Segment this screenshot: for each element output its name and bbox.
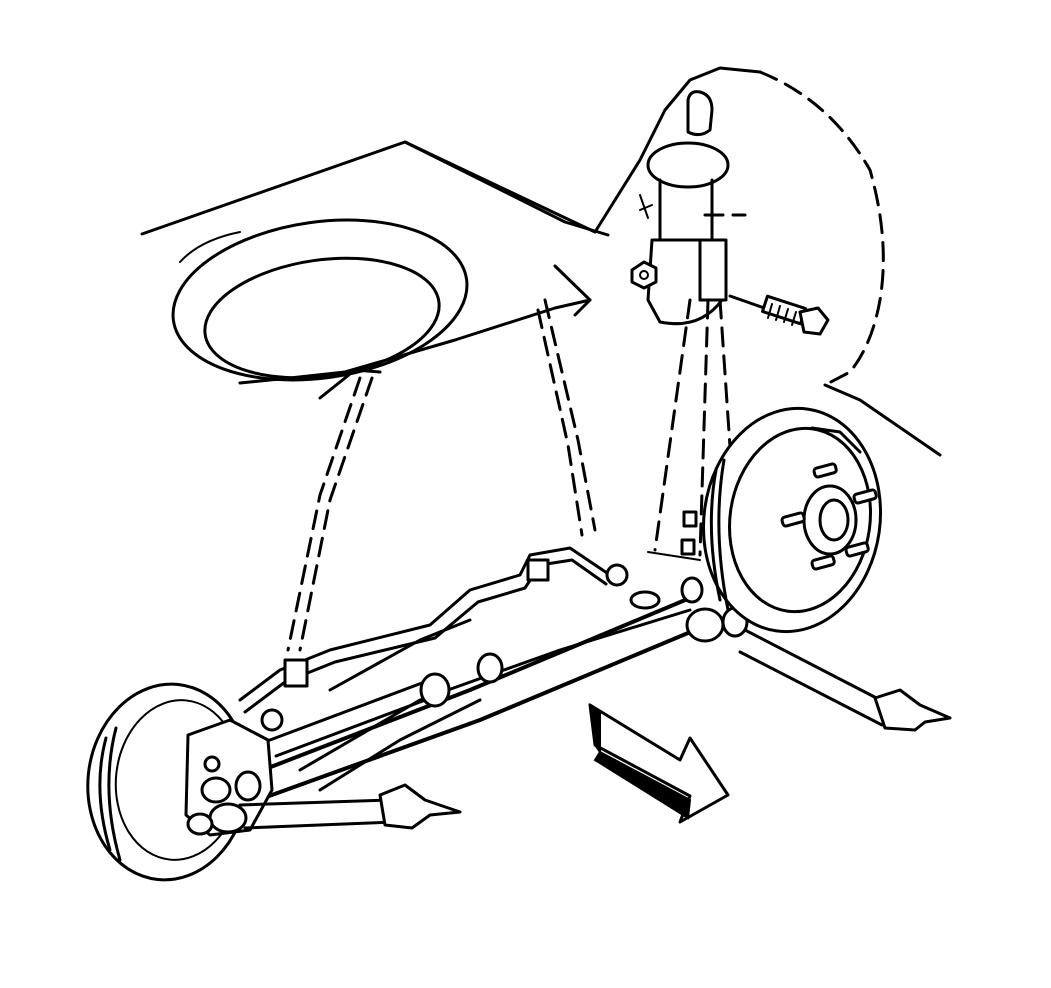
left-bushing-4 xyxy=(186,812,214,836)
rotor-right-stud-2 xyxy=(680,538,696,556)
install-guide-lines xyxy=(286,298,737,652)
axle-beam-web xyxy=(328,618,472,692)
shock-lower-bracket xyxy=(698,238,728,302)
guide-line-5 xyxy=(536,308,584,537)
left-bushing-1 xyxy=(200,776,232,804)
left-bushing-2 xyxy=(234,770,262,802)
trailing-arm-left-upper xyxy=(238,798,392,807)
trailing-arm-right-upper xyxy=(743,628,892,707)
axle-beam-upper-edge xyxy=(248,596,692,777)
brake-line-fitting xyxy=(605,563,629,587)
guide-line-4 xyxy=(543,298,597,532)
spare-tire-well-outer xyxy=(171,218,469,382)
brake-rotor-icon xyxy=(86,682,284,882)
floor-pan-ridge xyxy=(403,140,610,237)
guide-line-6 xyxy=(298,376,374,652)
shock-nut-icon xyxy=(630,260,658,290)
direction-arrow-icon xyxy=(588,702,730,824)
guide-line-7 xyxy=(286,376,362,652)
trailing-arm-left xyxy=(238,783,462,830)
rotor-left-edge-2 xyxy=(107,726,122,862)
spare-tire-well-inner xyxy=(203,256,441,380)
axle-beam-lower-edge xyxy=(256,626,702,802)
guide-line-1 xyxy=(653,298,692,552)
direction-arrow-shadow-bottom xyxy=(593,750,692,820)
bushing-1 xyxy=(419,672,451,708)
wheel-house-arch-dashed xyxy=(758,70,885,387)
brake-line-bracket xyxy=(283,658,309,688)
direction-arrow-outline xyxy=(588,703,730,824)
wheel-house-front-edge xyxy=(593,66,762,234)
brake-line xyxy=(238,546,629,714)
bushing-4 xyxy=(680,576,704,604)
shock-upper-nut xyxy=(686,90,714,137)
trailing-arm-left-bracket xyxy=(378,783,462,830)
rear-axle-beam xyxy=(248,576,749,802)
left-bushing-3 xyxy=(208,802,248,834)
guide-base-tick xyxy=(647,551,701,561)
brake-rotor-right xyxy=(680,406,883,634)
rotor-right-edge-2 xyxy=(717,458,730,612)
trailing-arm-right-bracket xyxy=(873,688,952,732)
shock-upper-mount xyxy=(646,141,730,189)
rotor-left-edge-1 xyxy=(98,736,112,852)
vehicle-body-outline xyxy=(140,140,610,400)
trailing-arm-left xyxy=(318,698,482,792)
shock-clip xyxy=(639,194,653,219)
shock-absorber xyxy=(630,90,830,336)
bushing-5 xyxy=(685,607,725,643)
wheel-hub-icon xyxy=(780,462,878,571)
trailing-arm-right-lower xyxy=(738,650,884,727)
control-arm-left-lower xyxy=(274,694,438,758)
spare-tire-well-rim xyxy=(179,231,241,263)
brake-line-clip xyxy=(526,558,550,582)
rotor-right-edge-1 xyxy=(709,468,722,602)
bushing-2 xyxy=(476,652,504,684)
floor-pan-corner xyxy=(553,264,592,317)
control-arm-left-upper xyxy=(268,678,432,742)
quarter-panel-edge xyxy=(823,383,942,457)
bushing-3 xyxy=(629,590,661,610)
rotor-right-stud xyxy=(682,510,698,528)
bolt-icon xyxy=(728,294,830,336)
trailing-arm-right xyxy=(738,628,952,732)
trailing-arm-left-lower xyxy=(243,820,397,830)
guide-line-2 xyxy=(698,298,710,557)
shock-body-sides xyxy=(658,178,714,242)
wheel-house xyxy=(593,66,942,457)
backing-plate-notch xyxy=(810,426,862,454)
left-knuckle-bolt xyxy=(260,708,284,732)
left-knuckle-bolt-2 xyxy=(203,755,221,773)
